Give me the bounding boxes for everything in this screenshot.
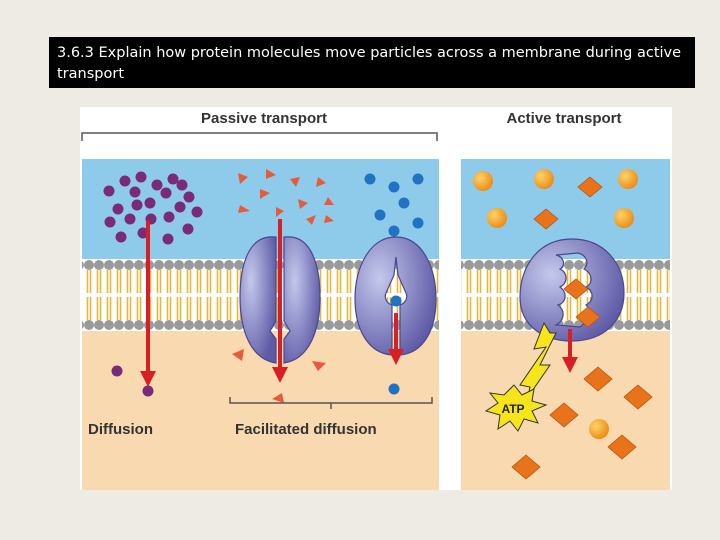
passive-inside-region [82, 331, 439, 490]
atp-label: ATP [501, 402, 524, 416]
pump-particles-inside-diamonds [511, 366, 653, 480]
channel-particles-outside [238, 169, 334, 225]
diffusion-particles-inside [111, 365, 154, 397]
pump-bound-particles [563, 278, 601, 328]
diffusion-label: Diffusion [88, 421, 153, 438]
active-panel: Active transport ATP [461, 110, 670, 490]
diffusion-particles-outside [103, 171, 203, 245]
atp-burst: ATP [484, 384, 548, 432]
carrier-particles-outside [364, 173, 424, 237]
facilitated-label: Facilitated diffusion [235, 421, 377, 438]
pump-particle-inside-circle [589, 419, 609, 439]
carrier-arrow [388, 313, 404, 365]
passive-heading: Passive transport [201, 110, 327, 127]
facilitated-bracket [229, 397, 433, 409]
passive-bracket [81, 132, 438, 141]
carrier-particle-inside [388, 383, 400, 395]
slide-title: 3.6.3 Explain how protein molecules move… [49, 37, 695, 88]
pump-particles-outside-circles [473, 169, 638, 228]
transport-diagram: Passive transport [81, 110, 670, 490]
active-heading: Active transport [506, 110, 621, 127]
carrier-bound-particle [390, 295, 402, 307]
membrane-transport-figure: Passive transport [80, 107, 672, 490]
diffusion-arrow [140, 221, 156, 387]
pump-arrow [562, 329, 578, 373]
channel-protein [239, 236, 321, 364]
passive-panel: Passive transport [81, 110, 439, 490]
channel-particles-inside [232, 349, 326, 403]
carrier-protein-passive [354, 236, 437, 356]
channel-arrow [272, 219, 288, 383]
pump-particles-outside-diamonds [533, 176, 603, 230]
